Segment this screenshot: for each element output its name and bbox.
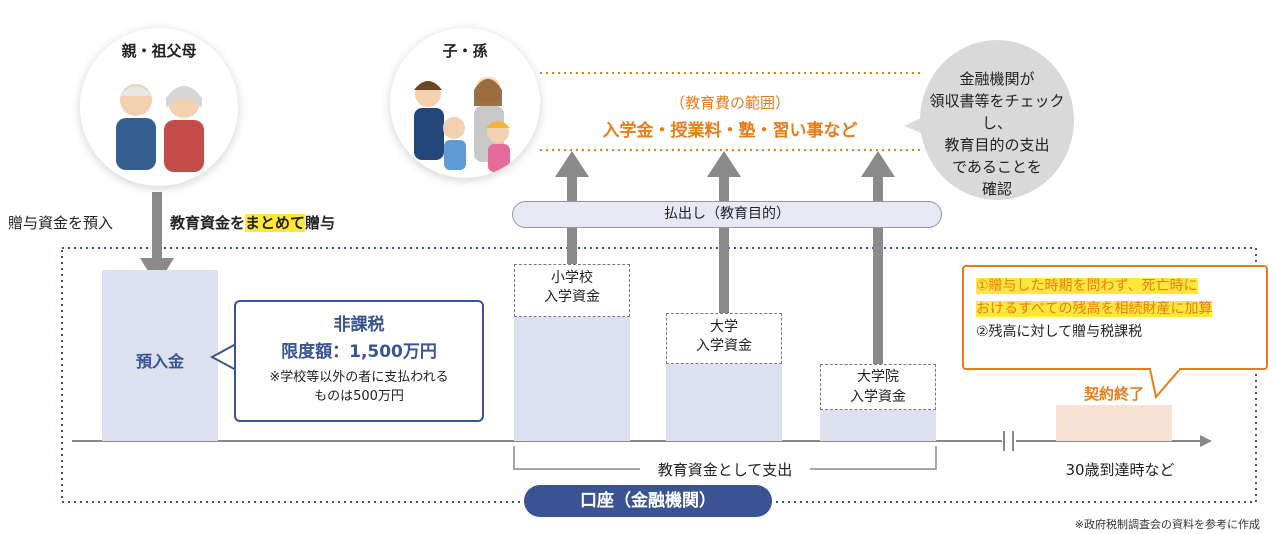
children-title: 子・孫 [442, 42, 488, 60]
family-illustration [414, 77, 510, 172]
note1-line2-text: おけるすべての残高を相続財産に加算 [976, 301, 1213, 317]
gift-caption: 教育資金をまとめて贈与 [170, 212, 335, 233]
check-line-3: 教育目的の支出 [944, 136, 1050, 154]
note1-line2: おけるすべての残高を相続財産に加算 [976, 298, 1266, 321]
label-graduate-line1: 大学院 [857, 369, 899, 385]
contract-end-bar [1056, 405, 1172, 441]
label-elementary-line2: 入学資金 [544, 289, 600, 305]
check-bubble-tail [904, 112, 934, 138]
scope-items: 入学金・授業料・塾・習い事など [602, 121, 858, 141]
label-graduate: 大学院 入学資金 [820, 364, 936, 410]
deposit-caption: 贈与資金を預入 [8, 214, 114, 232]
label-elementary: 小学校 入学資金 [514, 264, 630, 317]
check-line-1: 金融機関が [959, 70, 1035, 88]
up-arrow-1 [555, 151, 589, 177]
source-note: ※政府税制調査会の資料を参考に作成 [1074, 518, 1260, 531]
note1-line1: ①贈与した時期を問わず、死亡時に [976, 275, 1266, 298]
check-bubble: 金融機関が 領収書等をチェックし、 教育目的の支出 であることを 確認 [920, 40, 1074, 200]
deposit-bar-label: 預入金 [135, 352, 184, 371]
label-university-line2: 入学資金 [696, 338, 752, 354]
parents-title: 親・祖父母 [121, 42, 197, 60]
up-arrow-2 [707, 151, 741, 177]
nontax-note-2: ものは500万円 [314, 389, 404, 404]
children-circle: 子・孫 [390, 28, 540, 178]
up-arrow-3 [861, 151, 895, 177]
scope-heading: （教育費の範囲） [669, 94, 790, 112]
edu-bracket [513, 446, 640, 470]
payout-label: 払出し（教育目的） [512, 201, 942, 228]
gift-caption-highlight: まとめて [245, 214, 306, 232]
nontax-limit: 限度額：1,500万円 [281, 342, 437, 362]
label-graduate-line2: 入学資金 [850, 389, 906, 405]
check-line-2: 領収書等をチェックし、 [929, 92, 1065, 132]
label-elementary-line1: 小学校 [551, 270, 593, 286]
note1-line1-text: ①贈与した時期を問わず、死亡時に [976, 278, 1198, 294]
bar-graduate [820, 410, 936, 441]
gift-caption-part2: 贈与 [305, 214, 336, 232]
check-line-5: 確認 [981, 180, 1012, 198]
parents-circle: 親・祖父母 [80, 28, 238, 186]
check-line-4: であることを [952, 158, 1042, 176]
age-label: 30歳到達時など [1065, 461, 1175, 479]
nontax-callout: 非課税 限度額：1,500万円 ※学校等以外の者に支払われる ものは500万円 [234, 300, 484, 422]
contract-end-label: 契約終了 [1083, 385, 1144, 403]
note2: ②残高に対して贈与税課税 [976, 324, 1143, 340]
label-university: 大学 入学資金 [666, 313, 782, 364]
edu-expense-label: 教育資金として支出 [640, 459, 810, 480]
label-university-line1: 大学 [710, 319, 738, 335]
note-tail [1148, 367, 1183, 400]
gift-caption-part1: 教育資金を [170, 214, 246, 232]
deposit-bar: 預入金 [102, 270, 218, 441]
account-frame [61, 247, 1257, 503]
nontax-note-1: ※学校等以外の者に支払われる [269, 370, 449, 385]
grandparents-illustration [116, 84, 204, 172]
inheritance-note-box: ①贈与した時期を問わず、死亡時に おけるすべての残高を相続財産に加算 ②残高に対… [962, 265, 1268, 370]
bar-university [666, 364, 782, 441]
bar-elementary [514, 317, 630, 441]
nontax-title: 非課税 [333, 315, 385, 335]
account-label: 口座（金融機関） [524, 485, 772, 517]
